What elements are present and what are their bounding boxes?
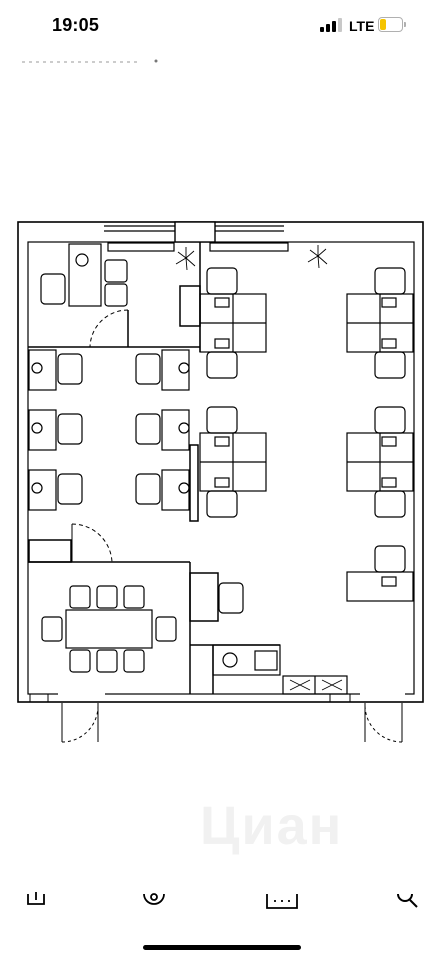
outer-walls <box>17 221 424 703</box>
windows <box>104 225 289 252</box>
desk-cluster-left <box>28 349 190 511</box>
chairs-right <box>206 267 406 614</box>
watermark: Циан <box>200 796 344 856</box>
message-icon[interactable] <box>264 890 300 918</box>
status-bar: 19:05 LTE <box>0 0 444 52</box>
battery-icon <box>378 17 406 32</box>
plant-icons <box>175 245 328 271</box>
share-icon[interactable] <box>18 890 54 918</box>
doors <box>29 309 405 743</box>
desk-cluster-right <box>199 293 414 602</box>
director-office <box>40 243 128 307</box>
status-time: 19:05 <box>52 15 100 35</box>
battery-fill <box>380 19 387 30</box>
home-indicator <box>143 945 301 950</box>
search-icon[interactable] <box>394 890 430 918</box>
tab-bar <box>0 890 444 920</box>
scrolled-content-edge <box>0 52 444 66</box>
profile-icon[interactable] <box>136 890 172 918</box>
network-label: LTE <box>349 18 375 34</box>
meeting-room <box>41 585 177 673</box>
kitchen-area <box>212 644 348 695</box>
signal-icon <box>320 18 344 32</box>
floor-plan-image[interactable] <box>0 200 444 760</box>
